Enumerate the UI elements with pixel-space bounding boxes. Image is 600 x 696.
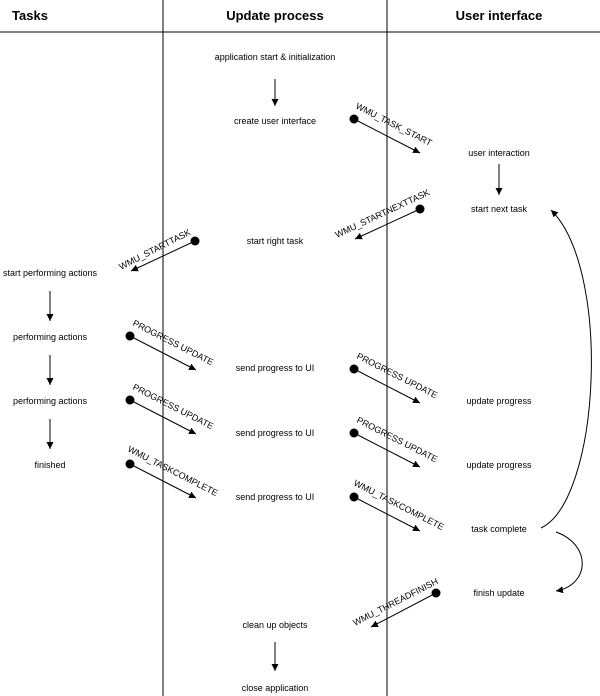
node-clean-up-objects: clean up objects	[242, 620, 308, 630]
node-create-user-interface: create user interface	[234, 116, 316, 126]
message-label-task-start: WMU_TASK_START	[354, 101, 434, 148]
node-start-next-task: start next task	[471, 204, 528, 214]
message-arrow-task-start	[353, 118, 421, 154]
node-start-performing-actions: start performing actions	[3, 268, 98, 278]
message-label-threadfinish: WMU_THREADFINISH	[351, 576, 439, 628]
message-arrow-threadfinish	[370, 592, 437, 628]
message-arrow-taskcomplete-task	[129, 463, 197, 499]
column-header-update-process: Update process	[226, 8, 324, 23]
message-arrow-starttask	[130, 240, 196, 272]
node-finished: finished	[34, 460, 65, 470]
column-header-tasks: Tasks	[12, 8, 48, 23]
message-label-startnexttask: WMU_STARTNEXTTASK	[334, 187, 432, 240]
column-header-user-interface: User interface	[456, 8, 543, 23]
message-label-starttask: WMU_STARTTASK	[117, 227, 192, 272]
node-update-progress-2: update progress	[466, 460, 532, 470]
message-arrow-progress-ui-1	[353, 368, 421, 404]
message-arrow-progress-task-2	[129, 399, 197, 435]
message-label-taskcomplete-ui: WMU_TASKCOMPLETE	[352, 478, 446, 532]
message-arrow-progress-task-1	[129, 335, 197, 371]
node-task-complete: task complete	[471, 524, 527, 534]
message-label-taskcomplete-task: WMU_TASKCOMPLETE	[126, 444, 220, 498]
node-start-right-task: start right task	[247, 236, 304, 246]
message-arrow-taskcomplete-ui	[353, 496, 421, 532]
node-performing-actions-2: performing actions	[13, 396, 88, 406]
loop-arrow-task-complete-to-finish-update	[555, 531, 583, 594]
node-send-progress-1: send progress to UI	[236, 363, 315, 373]
node-user-interaction: user interaction	[468, 148, 530, 158]
node-finish-update: finish update	[473, 588, 524, 598]
message-arrow-progress-ui-2	[353, 432, 421, 468]
message-arrow-startnexttask	[354, 208, 421, 240]
node-send-progress-2: send progress to UI	[236, 428, 315, 438]
node-close-application: close application	[242, 683, 309, 693]
node-performing-actions-1: performing actions	[13, 332, 88, 342]
node-update-progress-1: update progress	[466, 396, 532, 406]
loop-arrow-task-complete-to-start-next	[540, 209, 592, 529]
node-application-start: application start & initialization	[215, 52, 336, 62]
node-send-progress-3: send progress to UI	[236, 492, 315, 502]
